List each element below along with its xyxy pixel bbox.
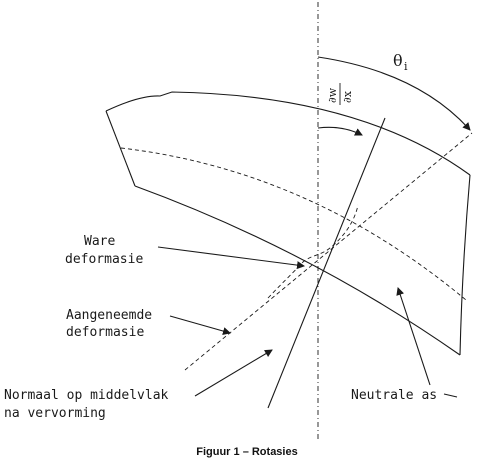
- theta-label: θ: [393, 51, 403, 70]
- neutral-axis-line: [120, 147, 467, 301]
- normal-line: [267, 117, 386, 409]
- assumed-deformation-label-line2: deformasie: [66, 325, 144, 340]
- normal-label-line2: na vervorming: [4, 406, 106, 421]
- true-deformation-label-line2: deformasie: [65, 252, 143, 267]
- assumed-deformation-line: [184, 132, 473, 371]
- plate-upper-edge: [105, 91, 471, 176]
- plate-lower-edge: [134, 185, 461, 356]
- neutral-axis-pointer: [396, 287, 431, 386]
- neutral-axis-label: Neutrale as: [351, 388, 437, 403]
- assumed-deformation-label-line1: Aangeneemde: [66, 308, 152, 323]
- true-deformation-leader: [157, 246, 305, 270]
- plate-right-edge: [459, 174, 471, 356]
- figure-caption: Figuur 1 – Rotasies: [196, 446, 297, 458]
- true-deformation-curve: [267, 204, 359, 299]
- theta-arc: [317, 56, 471, 131]
- theta-subscript: i: [404, 60, 408, 73]
- normal-label-line1: Normaal op middelvlak: [4, 388, 169, 403]
- dwdx-arc: [317, 126, 363, 136]
- dwdx-fraction: ∂w ∂x: [326, 83, 354, 105]
- plate-left-edge: [105, 110, 136, 187]
- dw-label: ∂w: [326, 87, 339, 103]
- dx-label: ∂x: [341, 90, 354, 103]
- assumed-deformation-leader: [169, 315, 231, 335]
- normal-leader: [194, 349, 273, 397]
- true-deformation-label-line1: Ware: [84, 234, 115, 249]
- neutral-axis-leader: [443, 393, 458, 398]
